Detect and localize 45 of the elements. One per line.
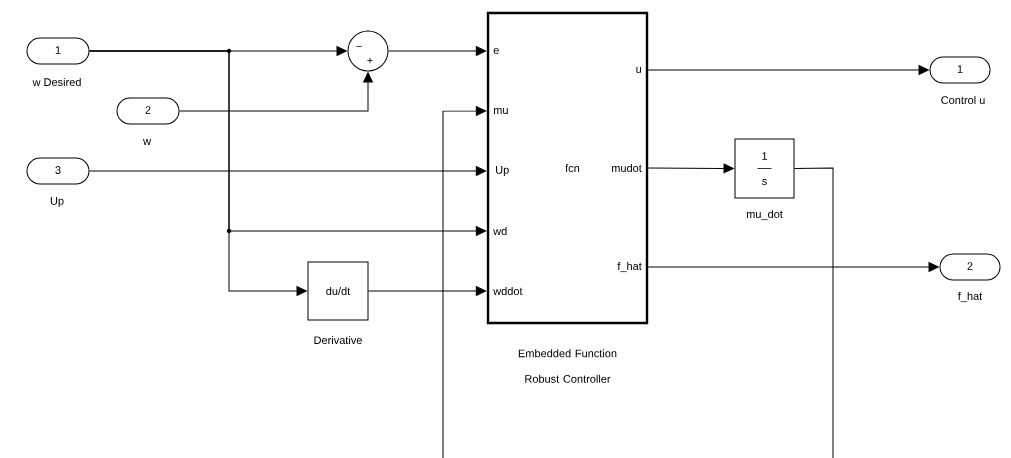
block-caption: mu_dot xyxy=(746,209,783,221)
arrow xyxy=(388,46,487,56)
arrow xyxy=(368,286,487,296)
port-label: fcn xyxy=(565,164,580,173)
arrow xyxy=(89,50,307,296)
outport-block xyxy=(929,56,991,105)
block-label: 3 xyxy=(55,166,61,174)
port-label: f_hat xyxy=(617,261,642,273)
port-label: u xyxy=(636,67,642,73)
block-label: du/dt xyxy=(326,286,351,296)
port-label: mudot xyxy=(611,163,642,173)
sum-block xyxy=(347,30,389,72)
block-caption: w xyxy=(143,139,151,145)
block-caption: Control u xyxy=(941,95,985,105)
block-caption: Derivative xyxy=(314,335,362,345)
inport-block xyxy=(26,37,90,87)
block-label: s xyxy=(762,179,767,185)
block-label: 1 xyxy=(762,152,768,160)
block-label: 1 xyxy=(957,65,963,73)
block-caption: f_hat xyxy=(957,291,983,303)
block-caption: Up xyxy=(50,197,64,207)
block-label: 2 xyxy=(967,262,973,270)
block-caption: w Desired xyxy=(32,77,81,87)
arrow xyxy=(89,166,487,176)
port-label: wd xyxy=(493,226,507,236)
block-label: 1 xyxy=(55,46,61,54)
function-block xyxy=(486,11,649,383)
arrow xyxy=(647,262,939,272)
integrator-block xyxy=(734,138,795,221)
arrow xyxy=(647,65,929,75)
port-label: wddot xyxy=(493,286,523,296)
arrow xyxy=(179,72,373,112)
port-label: mu xyxy=(493,108,508,114)
sign-label: + xyxy=(367,57,373,64)
block-label: 2 xyxy=(145,106,151,114)
inport-block xyxy=(116,97,180,145)
arrow xyxy=(647,163,734,174)
sign-label: − xyxy=(356,46,362,47)
derivative-block xyxy=(307,261,369,345)
port-label: Up xyxy=(496,166,509,176)
arrow xyxy=(442,106,487,458)
port-label: e xyxy=(493,48,499,54)
inport-block xyxy=(26,157,90,207)
outport-block xyxy=(939,253,1001,303)
block-caption: Embedded Function Robust Controller xyxy=(518,349,617,383)
